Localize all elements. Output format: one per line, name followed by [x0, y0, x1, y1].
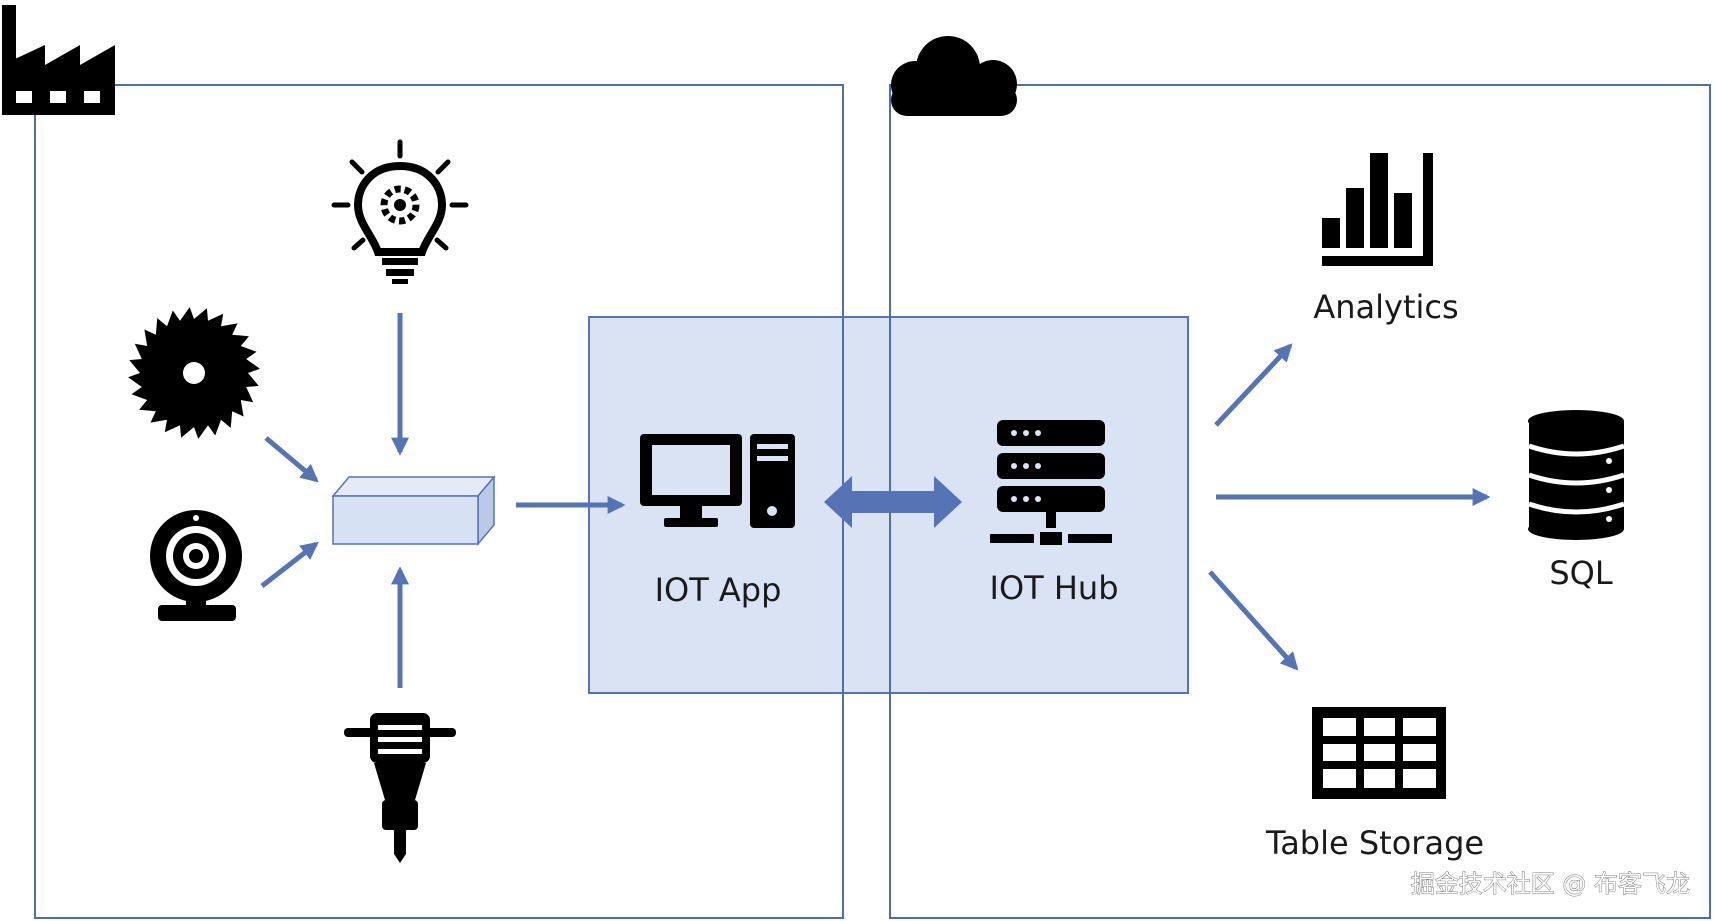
table-storage-label: Table Storage — [1265, 824, 1484, 862]
output-arrows — [1208, 343, 1491, 671]
smart-bulb-icon — [331, 139, 469, 284]
iot-app-label: IOT App — [655, 571, 782, 609]
server-rack-icon — [990, 420, 1112, 545]
edge-hub-to-analytics — [1214, 343, 1293, 427]
watermark: 掘金技术社区 @ 布客飞龙 — [1411, 870, 1690, 898]
edge-app-hub-bidirectional — [824, 476, 962, 528]
iot-hub-label: IOT Hub — [990, 569, 1119, 607]
analytics-label: Analytics — [1313, 288, 1458, 326]
gateway-box — [331, 474, 496, 547]
factory-icon — [2, 5, 115, 115]
bar-chart-icon — [1322, 153, 1433, 266]
sql-label: SQL — [1549, 554, 1613, 592]
webcam-icon — [150, 510, 242, 621]
saw-blade-icon — [128, 307, 260, 439]
cloud-icon — [891, 36, 1017, 116]
database-icon — [1528, 410, 1625, 540]
device-arrows — [260, 313, 626, 688]
table-grid-icon — [1312, 707, 1446, 799]
edge-saw-to-gateway — [264, 436, 319, 483]
edge-hub-to-table-storage — [1208, 570, 1299, 671]
desktop-computer-icon — [640, 434, 795, 528]
jackhammer-icon — [344, 713, 456, 863]
edge-webcam-to-gateway — [260, 541, 319, 588]
